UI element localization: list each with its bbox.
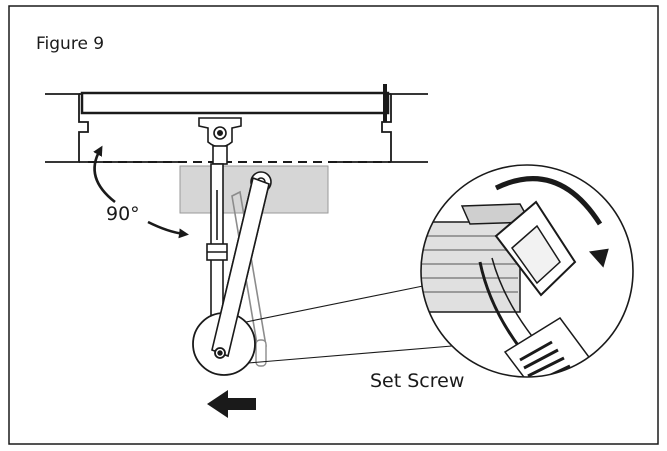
arm-end-detail <box>192 176 270 376</box>
magnified-detail <box>420 164 634 378</box>
figure-border <box>8 5 659 445</box>
callout-leaders <box>245 285 465 364</box>
curved-arrow-icon <box>93 145 189 239</box>
side-roller <box>255 339 267 367</box>
pivot-bracket <box>198 117 242 165</box>
figure-title: Figure 9 <box>36 34 105 54</box>
angle-label: 90° <box>106 203 140 225</box>
set-screw-label: Set Screw <box>370 370 465 392</box>
rotation-arrow-icon <box>494 176 609 268</box>
door-panel <box>80 84 390 122</box>
left-arrow-icon <box>207 390 256 418</box>
